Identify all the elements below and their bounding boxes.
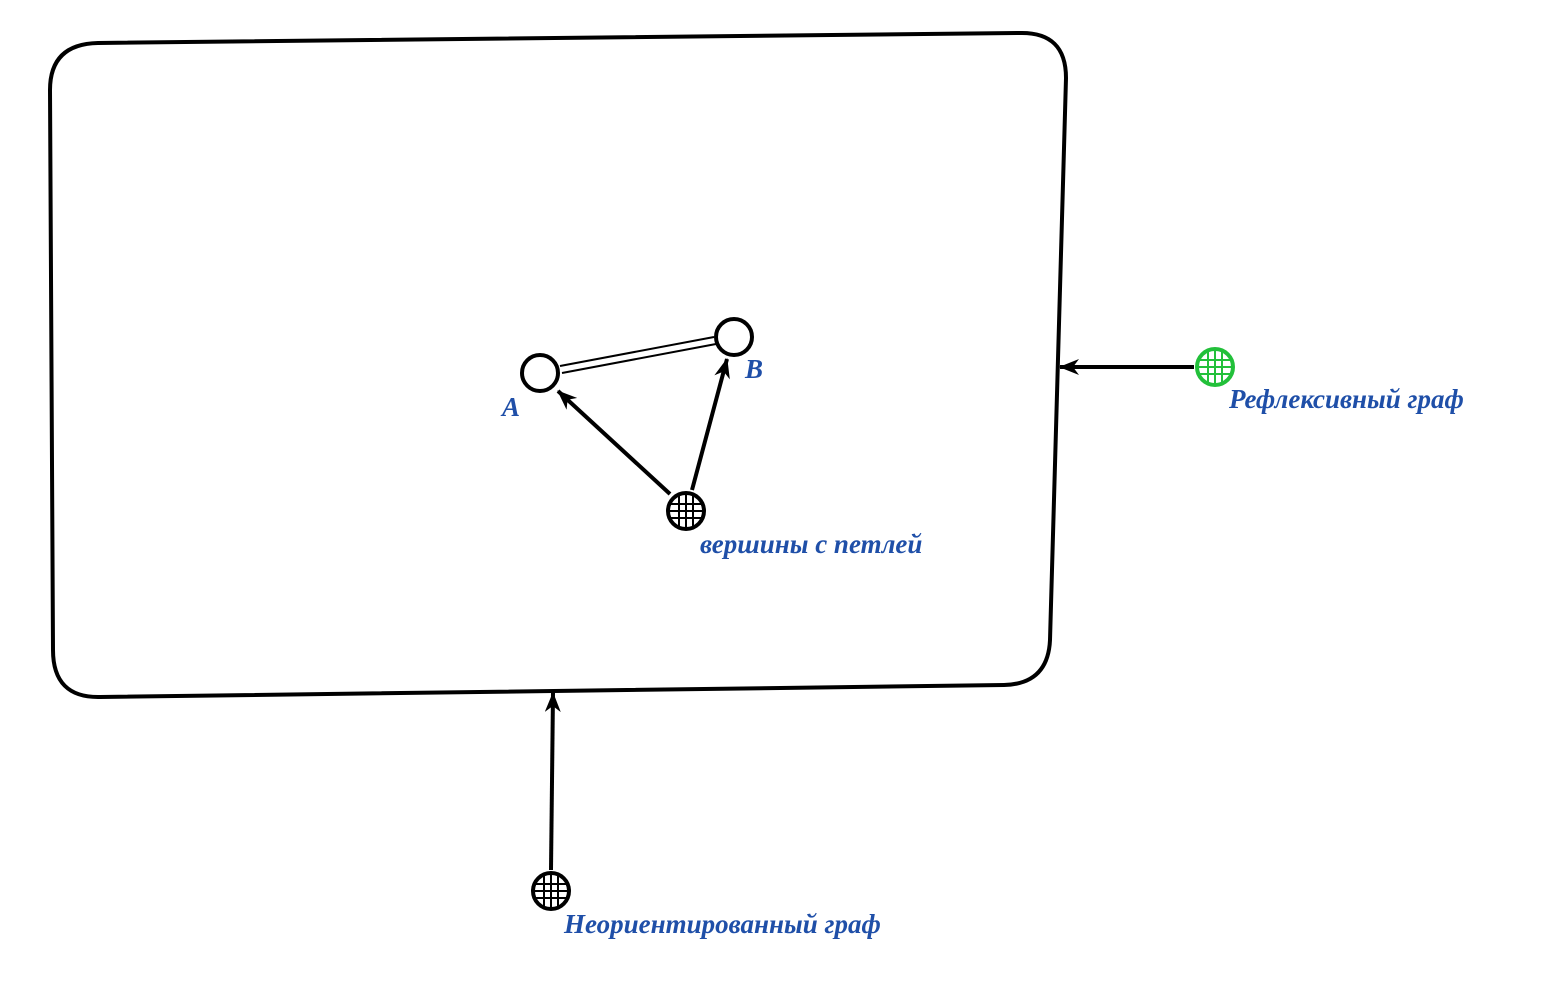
arrow-to-a bbox=[556, 389, 672, 496]
node-b-label: B bbox=[744, 354, 763, 384]
edge-a-b-upper bbox=[559, 336, 715, 367]
arrow-to-b bbox=[690, 358, 730, 491]
undirected-graph-label: Неориентированный граф bbox=[563, 909, 881, 939]
reflexive-graph-label: Рефлексивный граф bbox=[1228, 384, 1464, 414]
reflexive-graph-node-icon bbox=[1195, 347, 1235, 387]
edge-a-b-lower bbox=[561, 343, 717, 374]
undirected-graph-node-icon bbox=[531, 871, 571, 911]
node-a-label: A bbox=[500, 392, 520, 422]
node-a-icon bbox=[520, 353, 560, 393]
arrow-undirected-to-frame bbox=[544, 692, 561, 871]
node-b-icon bbox=[714, 317, 754, 357]
graph-frame bbox=[47, 30, 1069, 700]
loop-vertices-label: вершины с петлей bbox=[700, 529, 922, 559]
loop-vertices-node-icon bbox=[666, 491, 706, 531]
